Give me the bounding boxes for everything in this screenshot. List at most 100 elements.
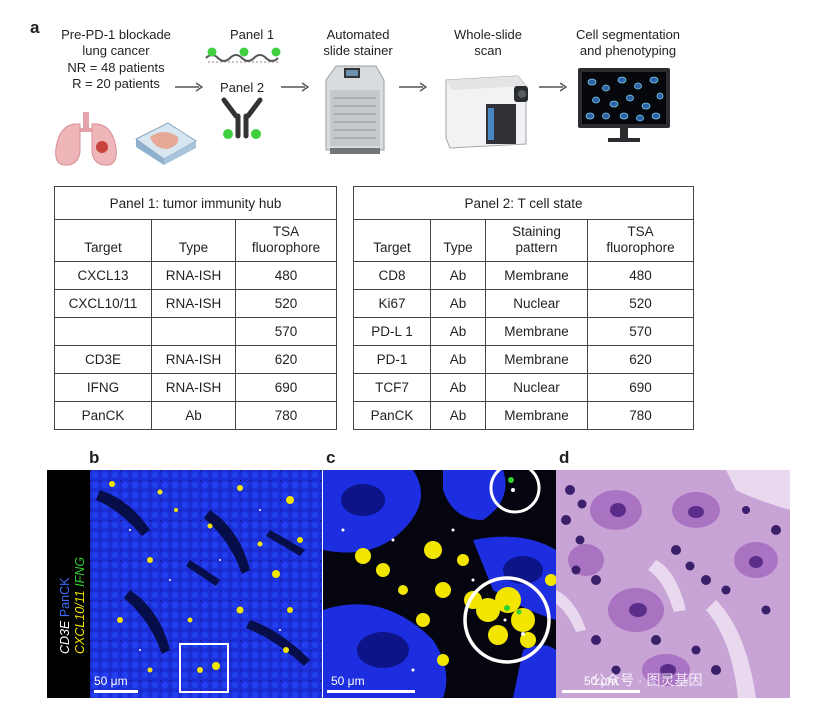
slide-scanner-icon [445, 75, 528, 149]
header-staining-line2: pattern [515, 240, 558, 255]
header-tsa-fluorophore: TSA fluorophore [235, 219, 337, 262]
cell-staining: Membrane [485, 401, 588, 430]
scalebar-c [327, 690, 415, 693]
cell-staining: Membrane [485, 345, 588, 374]
header-type: Type [151, 219, 236, 262]
panel2-label: Panel 2 [219, 80, 265, 95]
arrow-icon [175, 82, 204, 92]
panel1-table: Panel 1: tumor immunity hub Target Type … [54, 186, 337, 430]
table-row: PD-L 1 Ab Membrane 570 [353, 317, 694, 346]
scan-label: Whole-slide scan [436, 27, 540, 59]
stainer-label: Automated slide stainer [310, 27, 406, 59]
tissue-slide-icon [135, 122, 197, 165]
cohort-r: R = 20 patients [72, 76, 160, 91]
cell-target: TCF7 [353, 373, 431, 402]
panel2-table-title: Panel 2: T cell state [353, 186, 694, 220]
header-tsa-line1: TSA [627, 224, 654, 239]
panel-letter-a: a [30, 18, 40, 37]
legend-ifng: IFNG [73, 556, 87, 587]
cell-target: CD8 [353, 261, 431, 290]
cell-type: Ab [430, 401, 486, 430]
panel1-table-title: Panel 1: tumor immunity hub [54, 186, 337, 220]
image-panel-d: 50 μm 公众号 · 图灵基因 [556, 470, 790, 698]
scan-label-line1: Whole-slide [454, 27, 522, 42]
cell-fluorophore: 620 [235, 345, 337, 374]
image-panel-b: 50 μm [90, 470, 322, 698]
legend-panck: PanCK [58, 577, 72, 618]
arrow-icon [399, 82, 428, 92]
cell-fluorophore: 690 [587, 373, 694, 402]
table-row: TCF7 Ab Nuclear 690 [353, 373, 694, 402]
cell-fluorophore: 780 [587, 401, 694, 430]
cell-target: CXCL13 [54, 261, 152, 290]
cell-type: Ab [430, 345, 486, 374]
cohort-title-line2: lung cancer [82, 43, 150, 58]
antibody-icon [221, 97, 263, 139]
header-tsa-fluorophore: TSA fluorophore [587, 219, 694, 262]
cell-type: Ab [430, 261, 486, 290]
cell-type: Ab [430, 373, 486, 402]
header-target: Target [54, 219, 152, 262]
cell-fluorophore: 480 [235, 261, 337, 290]
image-panel-c: 50 μm [323, 470, 556, 698]
table-row: CXCL13 RNA-ISH 480 [54, 261, 337, 290]
scan-label-line2: scan [474, 43, 502, 58]
cell-target: PanCK [353, 401, 431, 430]
watermark: 公众号 · 图灵基因 [592, 672, 703, 688]
highlight-circle [489, 470, 541, 514]
cell-type: RNA-ISH [151, 373, 236, 402]
panel-letter-d: d [559, 448, 570, 467]
arrow-icon [539, 82, 568, 92]
stainer-label-line2: slide stainer [323, 43, 393, 58]
table-row: 570 [54, 317, 337, 346]
slide-stainer-icon [325, 65, 385, 154]
cell-staining: Nuclear [485, 373, 588, 402]
cell-type [151, 317, 236, 346]
monitor-icon [578, 68, 670, 142]
cell-staining: Membrane [485, 261, 588, 290]
header-tsa-line1: TSA [272, 224, 300, 239]
cell-fluorophore: 570 [235, 317, 337, 346]
cell-fluorophore: 520 [235, 289, 337, 318]
cell-target: PD-L 1 [353, 317, 431, 346]
header-staining-pattern: Staining pattern [485, 219, 588, 262]
scalebar-d [562, 690, 640, 693]
lungs-icon [55, 112, 117, 166]
header-tsa-line2: fluorophore [251, 240, 321, 255]
panel1-label: Panel 1 [229, 27, 275, 42]
table-row: CD8 Ab Membrane 480 [353, 261, 694, 290]
cell-target: PanCK [54, 401, 152, 430]
cell-fluorophore: 780 [235, 401, 337, 430]
he-stain-image [556, 470, 790, 698]
inset-box [179, 643, 229, 693]
cell-fluorophore: 690 [235, 373, 337, 402]
segmentation-label-line1: Cell segmentation [575, 27, 681, 42]
legend-strip: CD3E PanCK CXCL10/11 IFNG [47, 470, 90, 698]
segmentation-label-line2: and phenotyping [579, 43, 677, 58]
arrow-icon [281, 82, 310, 92]
table-row: Ki67 Ab Nuclear 520 [353, 289, 694, 318]
legend-cxcl: CXCL10/11 [73, 590, 87, 654]
cell-staining: Membrane [485, 317, 588, 346]
cell-type: RNA-ISH [151, 261, 236, 290]
scalebar-label-d: 50 μm [584, 674, 618, 688]
table-row: CD3E RNA-ISH 620 [54, 345, 337, 374]
scalebar-label-c: 50 μm [331, 674, 365, 688]
cohort-nr: NR = 48 patients [67, 60, 165, 75]
panel-letter-c: c [326, 448, 336, 467]
header-type: Type [430, 219, 486, 262]
cell-fluorophore: 570 [587, 317, 694, 346]
cell-type: RNA-ISH [151, 289, 236, 318]
cell-target: Ki67 [353, 289, 431, 318]
cell-type: Ab [430, 317, 486, 346]
rna-probe-icon [205, 47, 281, 63]
header-tsa-line2: fluorophore [606, 240, 675, 255]
cell-target: CD3E [54, 345, 152, 374]
cell-target: PD-1 [353, 345, 431, 374]
cell-target [54, 317, 152, 346]
cell-target: CXCL10/11 [54, 289, 152, 318]
table-row: CXCL10/11 RNA-ISH 520 [54, 289, 337, 318]
cell-fluorophore: 620 [587, 345, 694, 374]
channel-legend-2: CXCL10/11 IFNG [73, 557, 87, 654]
panel2-table: Panel 2: T cell state Target Type Staini… [353, 186, 694, 430]
